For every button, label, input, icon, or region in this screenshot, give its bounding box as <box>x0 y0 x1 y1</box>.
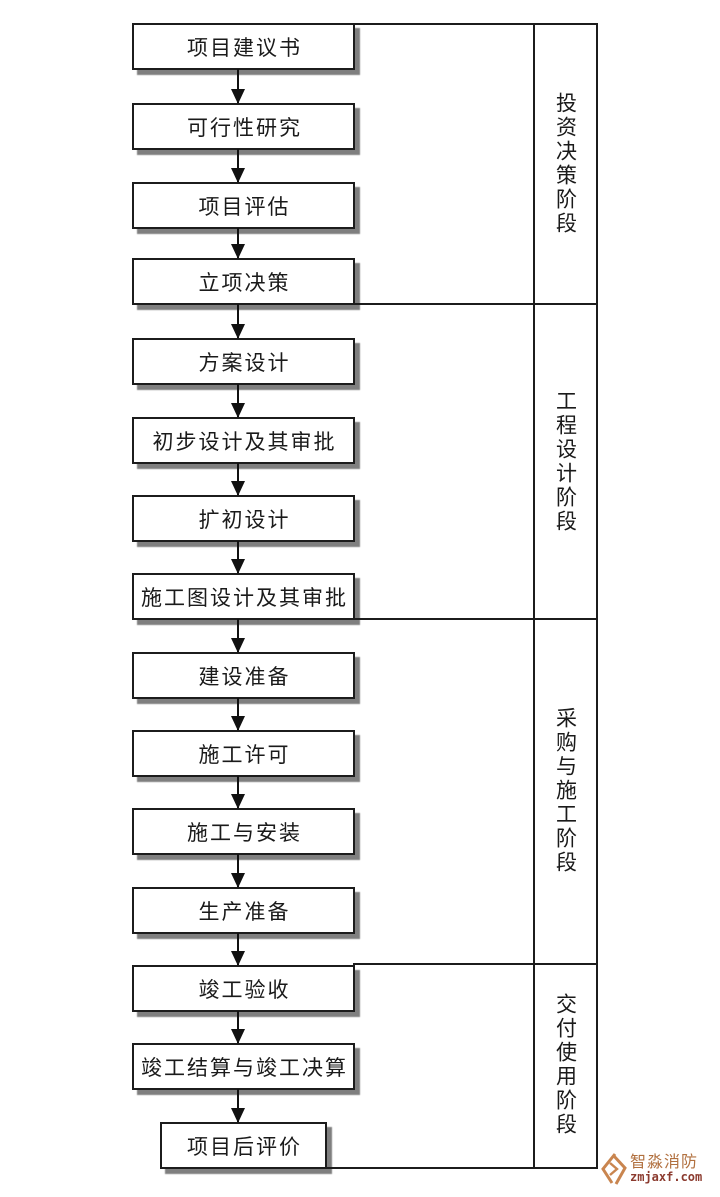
flow-step-box-completion-settlement: 竣工结算与竣工决算 <box>132 1043 355 1090</box>
flow-step-box-scheme-design: 方案设计 <box>132 338 355 385</box>
flow-step-label: 扩初设计 <box>198 507 291 532</box>
watermark-text: 智淼消防 zmjaxf.com <box>630 1154 702 1185</box>
flow-step-box-construction-drawing-design: 施工图设计及其审批 <box>132 573 355 620</box>
flow-step-box-post-project-evaluation: 项目后评价 <box>160 1122 327 1169</box>
phase-divider-bottom <box>326 1167 598 1169</box>
down-arrow-icon <box>231 854 245 888</box>
flow-step-box-feasibility-study: 可行性研究 <box>132 103 355 150</box>
flow-step-box-construction-installation: 施工与安装 <box>132 808 355 855</box>
flow-step-label: 生产准备 <box>198 899 291 924</box>
down-arrow-icon <box>231 463 245 496</box>
watermark-brand: 智淼消防 <box>630 1153 699 1171</box>
down-arrow-icon <box>231 619 245 653</box>
flow-step-box-preliminary-design: 初步设计及其审批 <box>132 417 355 464</box>
flow-step-label: 项目评估 <box>198 194 291 219</box>
phase-divider-1 <box>353 303 598 305</box>
phase-label-investment-decision: 投资决策阶段 <box>553 92 578 236</box>
flow-step-label: 初步设计及其审批 <box>152 429 337 454</box>
down-arrow-icon <box>231 304 245 339</box>
down-arrow-icon <box>231 69 245 104</box>
watermark-url: zmjaxf.com <box>630 1170 703 1185</box>
flow-step-label: 竣工验收 <box>198 977 291 1002</box>
flow-step-box-expanded-design: 扩初设计 <box>132 495 355 542</box>
flow-step-label: 方案设计 <box>198 350 291 375</box>
down-arrow-icon <box>231 1089 245 1123</box>
down-arrow-icon <box>231 228 245 259</box>
down-arrow-icon <box>231 776 245 809</box>
zhimiao-logo-icon <box>601 1153 627 1185</box>
flow-step-label: 项目建议书 <box>187 35 302 60</box>
flow-step-label: 施工许可 <box>198 742 291 767</box>
flow-step-box-construction-permit: 施工许可 <box>132 730 355 777</box>
phase-divider-2 <box>353 618 598 620</box>
flow-step-box-production-preparation: 生产准备 <box>132 887 355 934</box>
phase-column-right-line <box>596 23 598 1169</box>
flow-step-label: 立项决策 <box>198 270 291 295</box>
flow-step-box-construction-preparation: 建设准备 <box>132 652 355 699</box>
down-arrow-icon <box>231 933 245 966</box>
down-arrow-icon <box>231 384 245 418</box>
flow-step-label: 竣工结算与竣工决算 <box>141 1055 348 1080</box>
phase-divider-3 <box>353 963 598 965</box>
flow-step-label: 项目后评价 <box>187 1134 302 1159</box>
flow-step-box-approval-decision: 立项决策 <box>132 258 355 305</box>
flow-step-label: 施工与安装 <box>187 820 302 845</box>
flow-step-label: 施工图设计及其审批 <box>141 585 348 610</box>
phase-label-engineering-design: 工程设计阶段 <box>553 390 578 534</box>
phase-column-left-line <box>533 23 535 1169</box>
down-arrow-icon <box>231 698 245 731</box>
flow-step-label: 建设准备 <box>198 664 291 689</box>
down-arrow-icon <box>231 541 245 574</box>
down-arrow-icon <box>231 149 245 183</box>
flow-step-box-project-evaluation: 项目评估 <box>132 182 355 229</box>
phase-label-delivery-use: 交付使用阶段 <box>553 993 578 1137</box>
phase-label-procurement-construction: 采购与施工阶段 <box>553 707 578 875</box>
flow-step-box-project-proposal: 项目建议书 <box>132 23 355 70</box>
flow-step-box-completion-acceptance: 竣工验收 <box>132 965 355 1012</box>
flow-step-label: 可行性研究 <box>187 115 302 140</box>
watermark: 智淼消防 zmjaxf.com <box>601 1153 702 1185</box>
phase-divider-top <box>353 23 598 25</box>
down-arrow-icon <box>231 1011 245 1044</box>
